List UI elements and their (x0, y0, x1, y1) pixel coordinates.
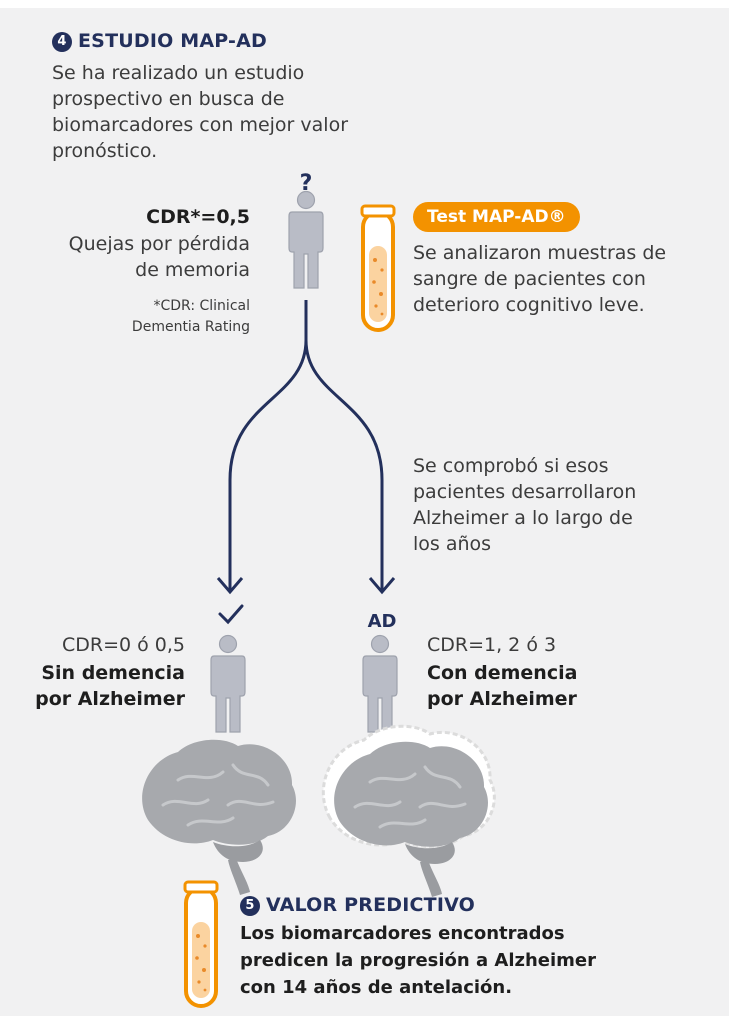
section-5-line: con 14 años de antelación. (240, 977, 513, 998)
test-line: Se analizaron muestras de (413, 242, 667, 264)
check-icon (218, 604, 244, 625)
no-dementia-figure-icon (210, 634, 246, 733)
healthy-brain-icon (140, 738, 298, 897)
test-tube-icon (360, 204, 396, 332)
cdr-footnote-line: *CDR: Clinical (153, 298, 250, 314)
section-4-heading: 4 ESTUDIO MAP-AD (52, 30, 267, 52)
section-4-line: pronóstico. (52, 140, 158, 162)
followup-line: los años (413, 533, 492, 555)
section-5-heading: 5 VALOR PREDICTIVO (240, 894, 475, 916)
test-description: Se analizaron muestras de sangre de paci… (413, 240, 713, 318)
section-5-number: 5 (240, 896, 260, 916)
patient-cdr-label: CDR*=0,5 (146, 206, 250, 228)
patient-figure-icon (288, 190, 324, 289)
test-map-ad-badge: Test MAP-AD® (413, 202, 580, 232)
section-4-description: Se ha realizado un estudio prospectivo e… (52, 60, 392, 164)
section-4-number: 4 (52, 32, 72, 52)
predictive-test-tube-icon (183, 880, 219, 1008)
arrowhead-left (216, 577, 244, 595)
outcome-left-cdr: CDR=0 ó 0,5 (61, 634, 185, 656)
dementia-figure-icon (362, 634, 398, 733)
followup-line: pacientes desarrollaron (413, 481, 637, 503)
followup-line: Se comprobó si esos (413, 455, 609, 477)
section-4-title: ESTUDIO MAP-AD (78, 30, 268, 52)
section-4-line: prospectivo en busca de (52, 88, 285, 110)
section-4-line: Se ha realizado un estudio (52, 62, 305, 84)
outcome-right-line: por Alzheimer (427, 688, 577, 710)
infographic-panel (0, 8, 729, 1016)
question-mark: ? (300, 171, 313, 196)
outcome-left-line: Sin demencia (41, 662, 185, 684)
outcome-right-cdr: CDR=1, 2 ó 3 (427, 634, 557, 656)
outcome-right-label: Con demencia por Alzheimer (427, 660, 647, 712)
cdr-footnote-line: Dementia Rating (131, 319, 250, 335)
outcome-right-line: Con demencia (427, 662, 578, 684)
section-4-line: biomarcadores con mejor valor (52, 114, 349, 136)
patient-complaint-line: Quejas por pérdida (68, 233, 250, 255)
patient-complaint-line: de memoria (135, 259, 250, 281)
outcome-left-line: por Alzheimer (35, 688, 185, 710)
outcome-left-label: Sin demencia por Alzheimer (20, 660, 185, 712)
section-5-line: Los biomarcadores encontrados (240, 923, 565, 944)
arrowhead-right (368, 577, 396, 595)
followup-line: Alzheimer a lo largo de (413, 507, 633, 529)
ad-marker: AD (368, 611, 397, 632)
cdr-footnote: *CDR: Clinical Dementia Rating (70, 296, 250, 338)
followup-description: Se comprobó si esos pacientes desarrolla… (413, 453, 713, 557)
branch-line-right (304, 300, 384, 590)
section-5-title: VALOR PREDICTIVO (266, 894, 476, 916)
branch-line-left (228, 300, 308, 590)
test-line: sangre de pacientes con (413, 268, 646, 290)
patient-complaint: Quejas por pérdida de memoria (50, 231, 250, 283)
section-5-description: Los biomarcadores encontrados predicen l… (240, 920, 660, 1001)
shrunken-brain-icon (321, 724, 496, 899)
test-line: deterioro cognitivo leve. (413, 294, 645, 316)
section-5-line: predicen la progresión a Alzheimer (240, 950, 597, 971)
